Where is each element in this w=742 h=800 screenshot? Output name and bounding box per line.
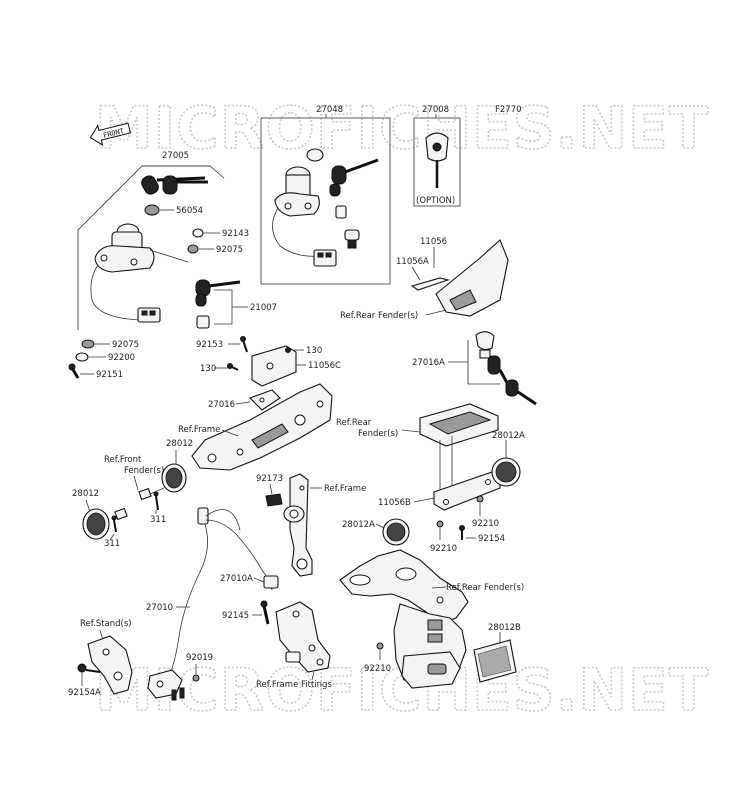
label-ref-rear-fender-3: Ref.Rear Fender(s)	[446, 583, 524, 593]
clip-92173-icon	[265, 493, 283, 507]
label-130-upper: 130	[306, 346, 322, 356]
bracket-front-icon	[138, 487, 165, 501]
label-27016A: 27016A	[412, 358, 445, 368]
label-11056A: 11056A	[396, 257, 429, 267]
label-27048: 27048	[316, 105, 343, 115]
cylinder-icon	[335, 205, 347, 219]
switch-27016-icon	[249, 389, 281, 411]
label-27016: 27016	[208, 400, 235, 410]
reflector-28012-left-icon	[82, 508, 110, 540]
rear-cover-icon	[410, 239, 509, 317]
label-28012A-top: 28012A	[492, 431, 525, 441]
screw-130-lower-icon	[227, 363, 239, 371]
bolt-92145-icon	[260, 600, 270, 625]
reflector-28012A-mid-icon	[382, 518, 410, 546]
box-27008	[413, 117, 461, 207]
nut-92210-c-icon	[376, 642, 384, 650]
label-311-lower: 311	[104, 539, 120, 549]
reflector-28012B-icon	[473, 639, 517, 683]
label-92210-a: 92210	[472, 519, 499, 529]
steering-lock-icon	[272, 148, 337, 267]
label-130-lower: 130	[200, 364, 216, 374]
key-icon	[141, 175, 208, 195]
washer-92143-icon	[192, 228, 204, 238]
label-11056C: 11056C	[308, 361, 341, 371]
nut-92210-b-icon	[436, 520, 444, 528]
box-27048	[260, 117, 391, 285]
sidestand-switch-icon	[87, 635, 185, 701]
figure-code: F2770	[495, 105, 522, 115]
label-27008: 27008	[422, 105, 449, 115]
screw-92153-icon	[240, 336, 248, 353]
clamp-92019-icon	[192, 674, 200, 682]
lock-cylinder-icon	[344, 229, 360, 249]
key-27048-icon	[329, 158, 379, 197]
label-ref-frame-fittings: Ref.Frame Fittings	[256, 680, 332, 690]
nut-92210-a-icon	[476, 495, 484, 503]
label-92173: 92173	[256, 474, 283, 484]
label-ref-rear-fender-1: Ref.Rear Fender(s)	[340, 311, 418, 321]
label-92210-c: 92210	[364, 664, 391, 674]
label-92075-lower: 92075	[112, 340, 139, 350]
bracket-11056B-icon	[433, 471, 501, 511]
label-28012A-mid: 28012A	[342, 520, 375, 530]
frame-icon	[191, 383, 333, 471]
watermark-top: MICROFICHES.NET	[95, 94, 709, 162]
option-key-icon	[425, 132, 449, 188]
label-92154A: 92154A	[68, 688, 101, 698]
bolt-311-upper-icon	[153, 491, 159, 511]
label-56054: 56054	[176, 206, 203, 216]
reflector-28012-top-icon	[161, 463, 187, 493]
bracket-11056C-icon	[251, 345, 297, 387]
washer-56054-icon	[144, 204, 160, 216]
label-92154: 92154	[478, 534, 505, 544]
screw-130-upper-icon	[285, 347, 291, 353]
cable-27010-icon	[167, 507, 279, 681]
bolt-311-lower-icon	[111, 515, 117, 533]
label-11056: 11056	[420, 237, 447, 247]
label-11056B: 11056B	[378, 498, 411, 508]
rear-fender-plate-icon	[419, 403, 499, 447]
label-27010A: 27010A	[220, 574, 253, 584]
screw-92154-icon	[459, 525, 465, 540]
key-set-21007-icon	[195, 279, 241, 329]
label-ref-rear-fender-2b: Fender(s)	[358, 429, 398, 439]
label-92145: 92145	[222, 611, 249, 621]
label-28012-top: 28012	[166, 439, 193, 449]
label-92200: 92200	[108, 353, 135, 363]
label-28012B: 28012B	[488, 623, 521, 633]
label-ref-stand: Ref.Stand(s)	[80, 619, 132, 629]
label-92019: 92019	[186, 653, 213, 663]
sidestand-bracket-icon	[283, 473, 313, 577]
label-311-upper: 311	[150, 515, 166, 525]
bracket-front-lower-icon	[114, 507, 128, 521]
washer-92200-icon	[75, 352, 89, 362]
label-92153: 92153	[196, 340, 223, 350]
label-27005: 27005	[162, 151, 189, 161]
bolt-92151-icon	[68, 363, 80, 379]
label-92210-b: 92210	[430, 544, 457, 554]
frame-fitting-icon	[275, 601, 331, 673]
label-27010: 27010	[146, 603, 173, 613]
washer-92075-icon	[187, 244, 199, 254]
label-option: (OPTION)	[416, 196, 455, 206]
label-28012-left: 28012	[72, 489, 99, 499]
label-ref-frame-1: Ref.Frame	[178, 425, 220, 435]
label-ref-front-fender-b: Fender(s)	[124, 466, 164, 476]
ignition-switch-icon	[90, 223, 161, 323]
label-92143: 92143	[222, 229, 249, 239]
washer-92075-lower-icon	[81, 339, 95, 349]
switch-27016A-icon	[475, 331, 537, 406]
label-92075-upper: 92075	[216, 245, 243, 255]
reflector-28012A-top-icon	[491, 457, 521, 487]
label-ref-front-fender-a: Ref.Front	[104, 455, 142, 465]
label-21007: 21007	[250, 303, 277, 313]
label-ref-rear-fender-2a: Ref.Rear	[336, 418, 372, 428]
label-92151: 92151	[96, 370, 123, 380]
rear-fender-bracket-icon	[339, 549, 469, 689]
label-ref-frame-2: Ref.Frame	[324, 484, 366, 494]
